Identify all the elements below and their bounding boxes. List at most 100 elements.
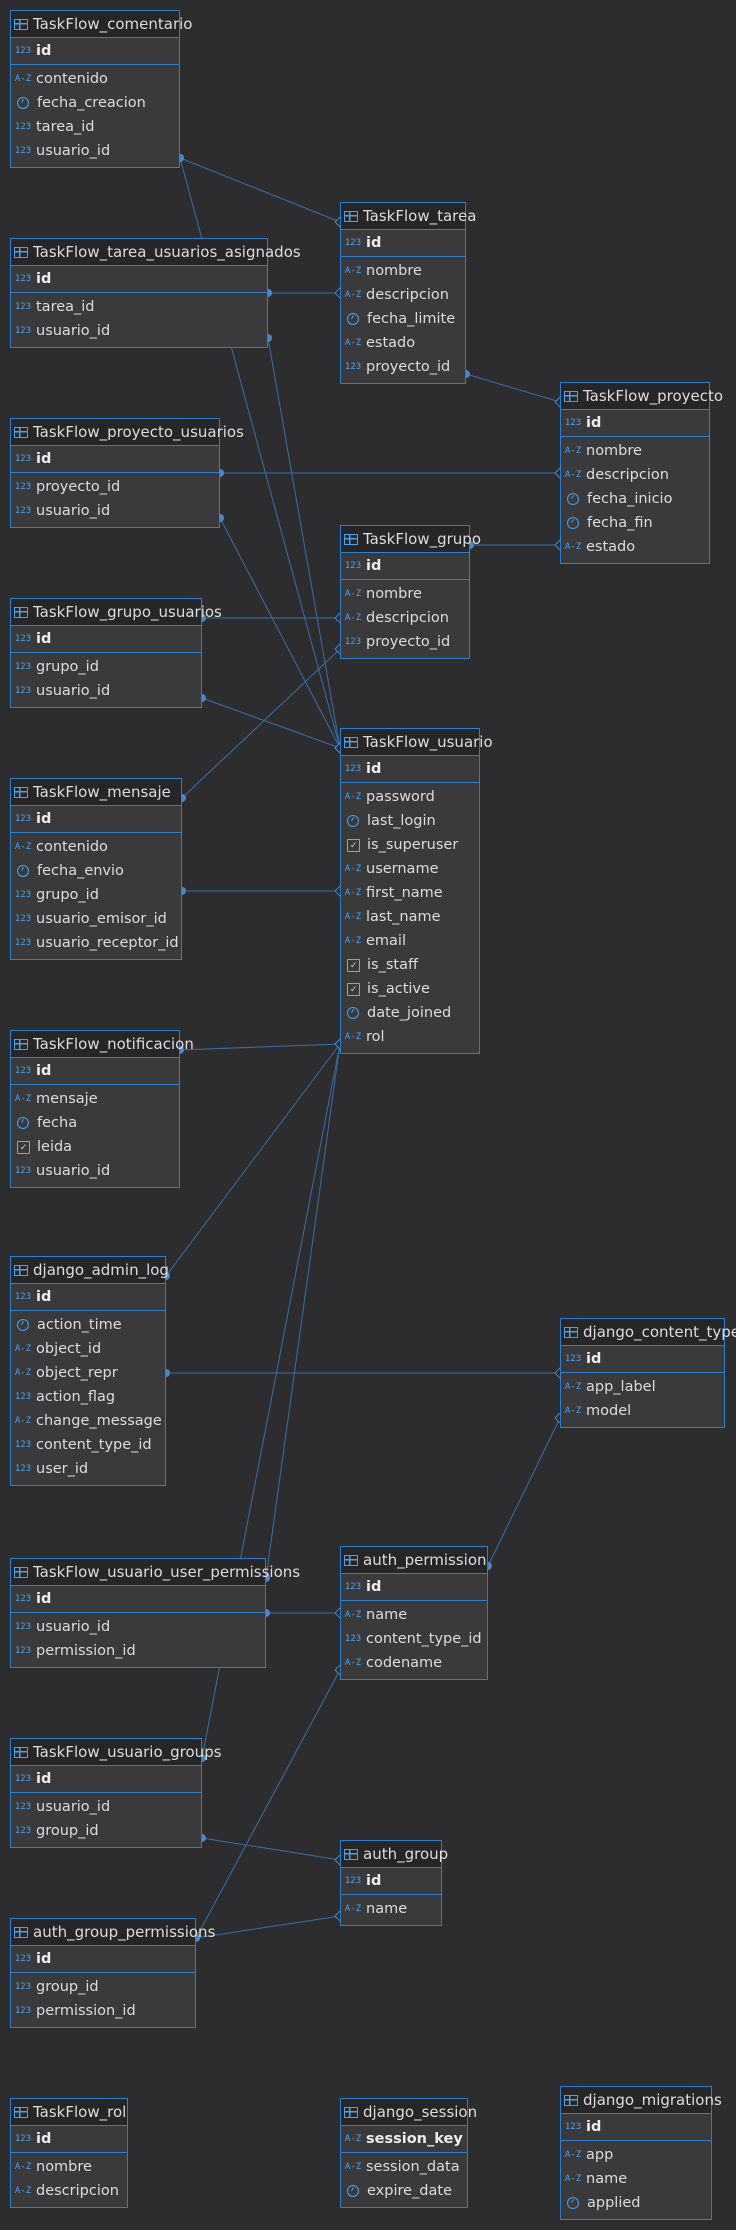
table-header[interactable]: TaskFlow_mensaje (11, 779, 181, 806)
column-row[interactable]: fecha_fin (561, 511, 709, 535)
column-row[interactable]: expire_date (341, 2179, 467, 2203)
column-row[interactable]: date_joined (341, 1001, 479, 1025)
table-header[interactable]: django_admin_log (11, 1257, 169, 1284)
table-header[interactable]: TaskFlow_grupo_usuarios (11, 599, 222, 626)
table-header[interactable]: TaskFlow_notificacion (11, 1031, 194, 1058)
column-row[interactable]: ✓is_staff (341, 953, 479, 977)
table-header[interactable]: TaskFlow_usuario_groups (11, 1739, 222, 1766)
table-header[interactable]: TaskFlow_usuario_user_permissions (11, 1559, 300, 1586)
table-header[interactable]: TaskFlow_grupo (341, 526, 481, 553)
column-row[interactable]: fecha_limite (341, 307, 465, 331)
table-header[interactable]: django_content_type (561, 1319, 736, 1346)
table-header[interactable]: TaskFlow_proyecto_usuarios (11, 419, 244, 446)
column-row[interactable]: ✓is_active (341, 977, 479, 1001)
table-header[interactable]: auth_group_permissions (11, 1919, 215, 1946)
column-row[interactable]: action_time (11, 1313, 165, 1337)
column-row[interactable]: last_login (341, 809, 479, 833)
column-row[interactable]: fecha (11, 1111, 179, 1135)
column-row[interactable]: ✓is_superuser (341, 833, 479, 857)
column-row[interactable]: applied (561, 2191, 711, 2215)
table-header[interactable]: auth_group (341, 1841, 448, 1868)
table-header[interactable]: TaskFlow_rol (11, 2099, 127, 2126)
table-header[interactable]: django_migrations (561, 2087, 722, 2114)
column-row[interactable]: fecha_creacion (11, 91, 179, 115)
table-header[interactable]: auth_permission (341, 1547, 487, 1574)
